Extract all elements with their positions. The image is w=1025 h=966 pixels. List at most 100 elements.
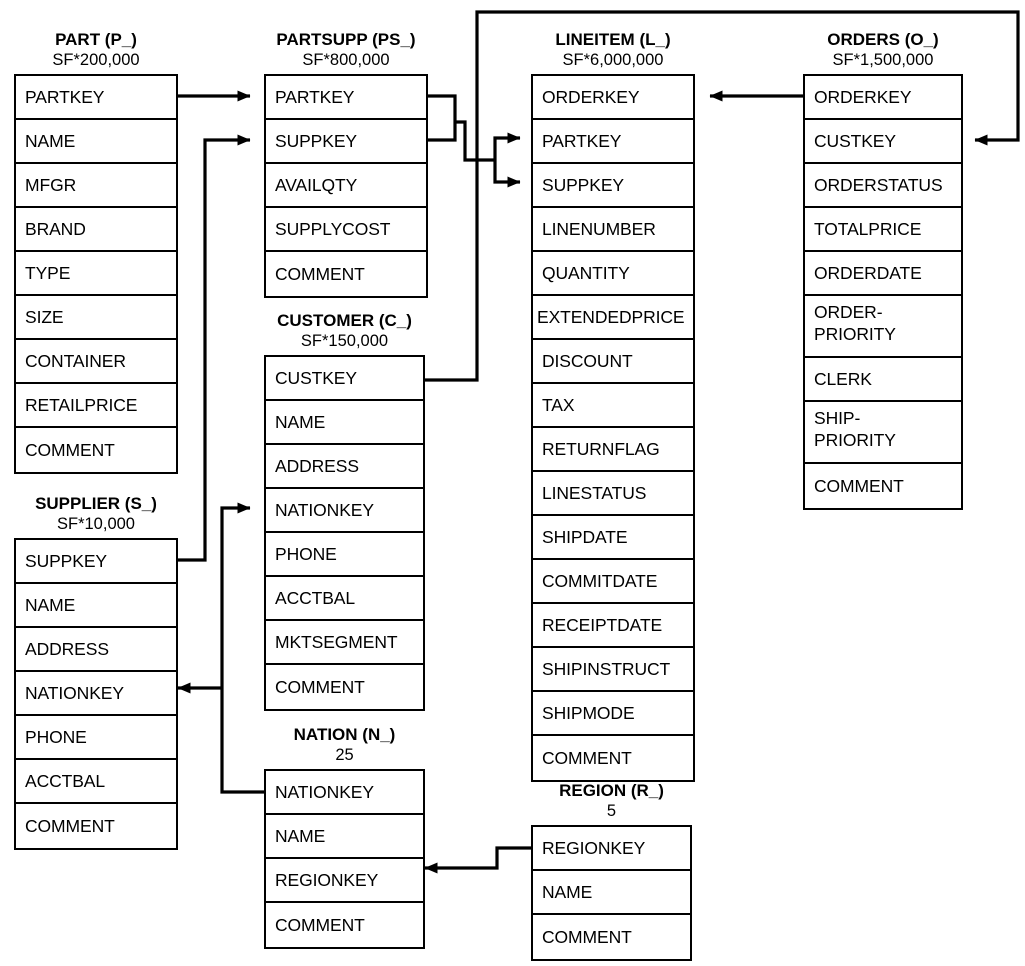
attr-part-retailprice: RETAILPRICE — [16, 384, 176, 428]
conn-nation-trunk — [220, 502, 265, 794]
attr-orders-clerk: CLERK — [805, 358, 961, 402]
attr-supplier-nationkey: NATIONKEY — [16, 672, 176, 716]
attr-part-name: NAME — [16, 120, 176, 164]
entity-region-box: REGIONKEY NAME COMMENT — [531, 825, 692, 961]
attr-lineitem-orderkey: ORDERKEY — [533, 76, 693, 120]
attr-customer-custkey: CUSTKEY — [266, 357, 423, 401]
entity-region-cardinality: 5 — [606, 802, 617, 820]
attr-orders-orderdate: ORDERDATE — [805, 252, 961, 296]
attr-orders-orderstatus: ORDERSTATUS — [805, 164, 961, 208]
entity-lineitem: LINEITEM (L_) SF*6,000,000 ORDERKEY PART… — [531, 30, 695, 782]
entity-region-title: REGION (R_) — [559, 781, 664, 800]
attr-region-name: NAME — [533, 871, 690, 915]
entity-partsupp: PARTSUPP (PS_) SF*800,000 PARTKEY SUPPKE… — [264, 30, 428, 298]
attr-customer-mktsegment: MKTSEGMENT — [266, 621, 423, 665]
entity-part-cardinality: SF*200,000 — [52, 51, 140, 69]
attr-customer-comment: COMMENT — [275, 676, 365, 697]
entity-partsupp-title: PARTSUPP (PS_) — [276, 30, 416, 49]
attr-partsupp-suppkey: SUPPKEY — [266, 120, 426, 164]
attr-customer-nationkey: NATIONKEY — [266, 489, 423, 533]
entity-lineitem-cardinality: SF*6,000,000 — [562, 51, 664, 69]
attr-orders-totalprice: TOTALPRICE — [805, 208, 961, 252]
attr-lineitem-comment: COMMENT — [542, 747, 632, 768]
attr-nation-name: NAME — [266, 815, 423, 859]
attr-customer-phone: PHONE — [266, 533, 423, 577]
conn-supplier-partsupp — [178, 134, 251, 562]
attr-lineitem-linestatus: LINESTATUS — [533, 472, 693, 516]
entity-customer: CUSTOMER (C_) SF*150,000 CUSTKEY NAME AD… — [264, 311, 425, 711]
attr-customer-name: NAME — [266, 401, 423, 445]
attr-lineitem-commitdate: COMMITDATE — [533, 560, 693, 604]
conn-partsupp-bracket-partkey — [428, 94, 457, 122]
entity-orders-cardinality: SF*1,500,000 — [832, 51, 934, 69]
attr-lineitem-shipmode: SHIPMODE — [533, 692, 693, 736]
attr-partsupp-partkey: PARTKEY — [266, 76, 426, 120]
attr-lineitem-extendedprice: EXTENDEDPRICE — [533, 296, 693, 340]
attr-supplier-phone: PHONE — [16, 716, 176, 760]
conn-region-nation — [424, 846, 531, 874]
attr-part-type: TYPE — [16, 252, 176, 296]
attr-lineitem-quantity: QUANTITY — [533, 252, 693, 296]
attr-region-comment: COMMENT — [542, 926, 632, 947]
attr-part-comment: COMMENT — [25, 439, 115, 460]
entity-orders: ORDERS (O_) SF*1,500,000 ORDERKEY CUSTKE… — [803, 30, 963, 510]
entity-part: PART (P_) SF*200,000 PARTKEY NAME MFGR B… — [14, 30, 178, 474]
entity-region: REGION (R_) 5 REGIONKEY NAME COMMENT — [531, 781, 692, 961]
conn-partsupp-lineitem-suppkey — [493, 160, 521, 188]
entity-nation: NATION (N_) 25 NATIONKEY NAME REGIONKEY … — [264, 725, 425, 949]
attr-customer-acctbal: ACCTBAL — [266, 577, 423, 621]
attr-lineitem-linenumber: LINENUMBER — [533, 208, 693, 252]
attr-orders-orderkey: ORDERKEY — [805, 76, 961, 120]
entity-customer-cardinality: SF*150,000 — [300, 332, 389, 350]
attr-lineitem-shipinstruct: SHIPINSTRUCT — [533, 648, 693, 692]
attr-supplier-comment: COMMENT — [25, 815, 115, 836]
entity-orders-title: ORDERS (O_) — [827, 30, 939, 49]
attr-nation-comment: COMMENT — [275, 914, 365, 935]
entity-customer-title: CUSTOMER (C_) — [277, 311, 412, 330]
attr-nation-nationkey: NATIONKEY — [266, 771, 423, 815]
entity-lineitem-title: LINEITEM (L_) — [555, 30, 671, 49]
attr-lineitem-returnflag: RETURNFLAG — [533, 428, 693, 472]
conn-partsupp-trunk — [455, 120, 495, 162]
conn-partsupp-lineitem-partkey — [493, 132, 521, 160]
entity-nation-box: NATIONKEY NAME REGIONKEY COMMENT — [264, 769, 425, 949]
attr-orders-custkey: CUSTKEY — [805, 120, 961, 164]
attr-supplier-name: NAME — [16, 584, 176, 628]
entity-supplier-box: SUPPKEY NAME ADDRESS NATIONKEY PHONE ACC… — [14, 538, 178, 850]
attr-lineitem-receiptdate: RECEIPTDATE — [533, 604, 693, 648]
attr-supplier-acctbal: ACCTBAL — [16, 760, 176, 804]
attr-orders-shippriority: SHIP- PRIORITY — [805, 402, 961, 464]
attr-supplier-address: ADDRESS — [16, 628, 176, 672]
attr-part-size: SIZE — [16, 296, 176, 340]
attr-part-partkey: PARTKEY — [16, 76, 176, 120]
entity-nation-cardinality: 25 — [335, 746, 354, 764]
attr-lineitem-shipdate: SHIPDATE — [533, 516, 693, 560]
attr-partsupp-availqty: AVAILQTY — [266, 164, 426, 208]
attr-partsupp-supplycost: SUPPLYCOST — [266, 208, 426, 252]
attr-lineitem-partkey: PARTKEY — [533, 120, 693, 164]
entity-supplier-cardinality: SF*10,000 — [57, 515, 135, 533]
entity-supplier-title: SUPPLIER (S_) — [35, 494, 157, 513]
attr-customer-address: ADDRESS — [266, 445, 423, 489]
entity-partsupp-box: PARTKEY SUPPKEY AVAILQTY SUPPLYCOST COMM… — [264, 74, 428, 298]
conn-partsupp-bracket-suppkey — [428, 122, 457, 142]
entity-nation-title: NATION (N_) — [293, 725, 396, 744]
entity-part-title: PART (P_) — [55, 30, 137, 49]
entity-lineitem-box: ORDERKEY PARTKEY SUPPKEY LINENUMBER QUAN… — [531, 74, 695, 782]
attr-nation-regionkey: REGIONKEY — [266, 859, 423, 903]
attr-part-container: CONTAINER — [16, 340, 176, 384]
attr-supplier-suppkey: SUPPKEY — [16, 540, 176, 584]
entity-partsupp-cardinality: SF*800,000 — [302, 51, 390, 69]
attr-lineitem-discount: DISCOUNT — [533, 340, 693, 384]
attr-lineitem-tax: TAX — [533, 384, 693, 428]
entity-part-box: PARTKEY NAME MFGR BRAND TYPE SIZE CONTAI… — [14, 74, 178, 474]
attr-orders-comment: COMMENT — [814, 475, 904, 496]
entity-supplier: SUPPLIER (S_) SF*10,000 SUPPKEY NAME ADD… — [14, 494, 178, 850]
attr-orders-orderpriority: ORDER- PRIORITY — [805, 296, 961, 358]
attr-part-mfgr: MFGR — [16, 164, 176, 208]
attr-lineitem-suppkey: SUPPKEY — [533, 164, 693, 208]
entity-customer-box: CUSTKEY NAME ADDRESS NATIONKEY PHONE ACC… — [264, 355, 425, 711]
entity-orders-box: ORDERKEY CUSTKEY ORDERSTATUS TOTALPRICE … — [803, 74, 963, 510]
attr-partsupp-comment: COMMENT — [275, 263, 365, 284]
